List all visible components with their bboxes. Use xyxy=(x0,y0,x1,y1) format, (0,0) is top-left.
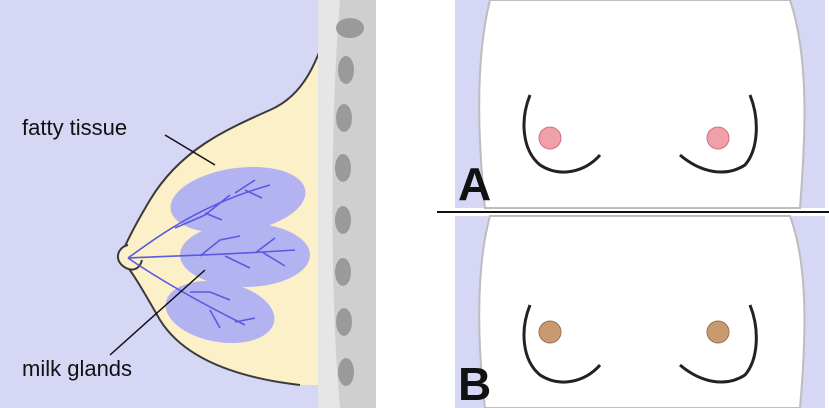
panel-a: A xyxy=(455,0,825,210)
panel-b: B xyxy=(455,216,825,408)
sagittal-breast-diagram: fatty tissue milk glands xyxy=(0,0,395,408)
fatty-tissue-label: fatty tissue xyxy=(22,115,127,140)
panel-a-label: A xyxy=(458,158,491,210)
panel-a-left-areola xyxy=(539,127,561,149)
panel-a-right-areola xyxy=(707,127,729,149)
panel-b-left-areola xyxy=(539,321,561,343)
milk-glands-label: milk glands xyxy=(22,356,132,381)
panel-b-right-areola xyxy=(707,321,729,343)
chest-wall-edge xyxy=(376,0,395,408)
panel-b-label: B xyxy=(458,358,491,408)
